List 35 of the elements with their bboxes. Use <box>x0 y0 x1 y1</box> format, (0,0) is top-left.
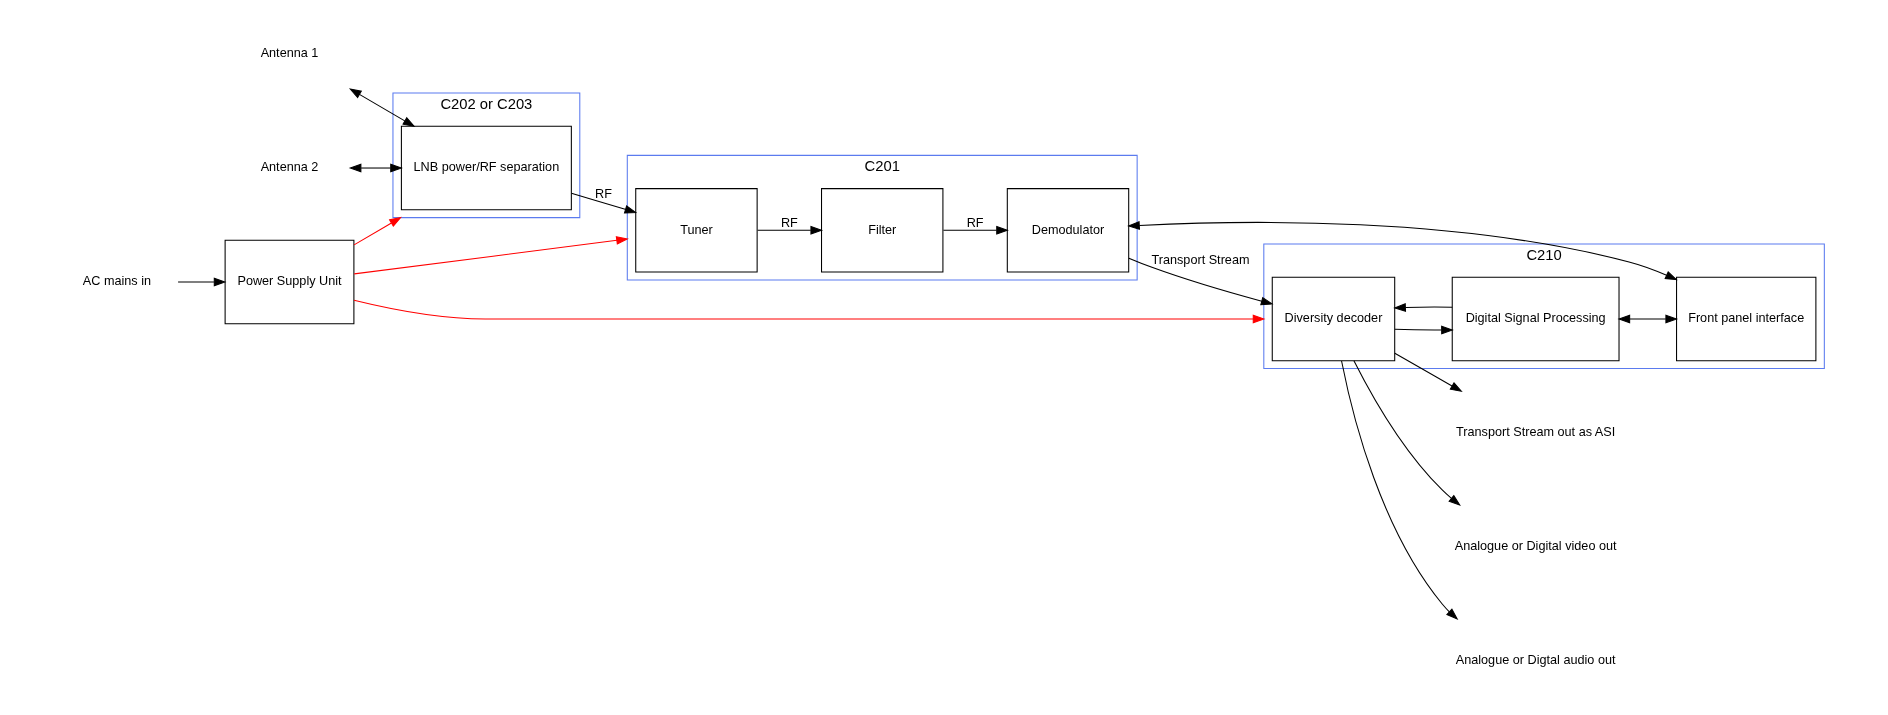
arrow <box>1340 360 1458 621</box>
edge-label: Transport Stream <box>1150 252 1249 267</box>
node-box: Demodulator <box>1006 188 1129 273</box>
arrow <box>1393 352 1463 393</box>
node-text: Transport Stream out as ASI <box>1455 425 1615 440</box>
edge-label: RF <box>966 215 984 230</box>
node-text: AC mains in <box>82 274 151 289</box>
edge-label: RF <box>780 215 798 230</box>
arrow <box>1352 360 1461 507</box>
arrow <box>177 277 226 287</box>
arrow <box>1393 325 1454 335</box>
node-text: Antenna 1 <box>260 46 318 61</box>
node-box: Power Supply Unit <box>224 239 354 325</box>
arrow <box>1392 303 1453 312</box>
node-box: Diversity decoder <box>1271 276 1395 362</box>
node-text: Antenna 2 <box>260 160 318 175</box>
node-box: Digital Signal Processing <box>1451 276 1620 362</box>
node-box: Front panel interface <box>1675 276 1816 362</box>
arrow <box>570 192 637 214</box>
node-text: Analogue or Digtal audio out <box>1455 653 1615 668</box>
node-box: Tuner <box>634 188 758 273</box>
node-text: Analogue or Digital video out <box>1454 539 1617 554</box>
arrow <box>353 299 1265 324</box>
arrow <box>1126 221 1678 281</box>
edge-label: RF <box>594 187 612 202</box>
arrow <box>756 225 823 235</box>
arrow <box>942 225 1009 235</box>
node-box: Filter <box>820 188 943 273</box>
arrow <box>348 163 403 173</box>
arrow <box>353 216 402 246</box>
arrow <box>353 236 629 275</box>
arrow <box>1127 257 1274 306</box>
arrow <box>1616 314 1678 324</box>
arrow <box>348 88 415 128</box>
node-box: LNB power/RF separation <box>400 125 572 211</box>
